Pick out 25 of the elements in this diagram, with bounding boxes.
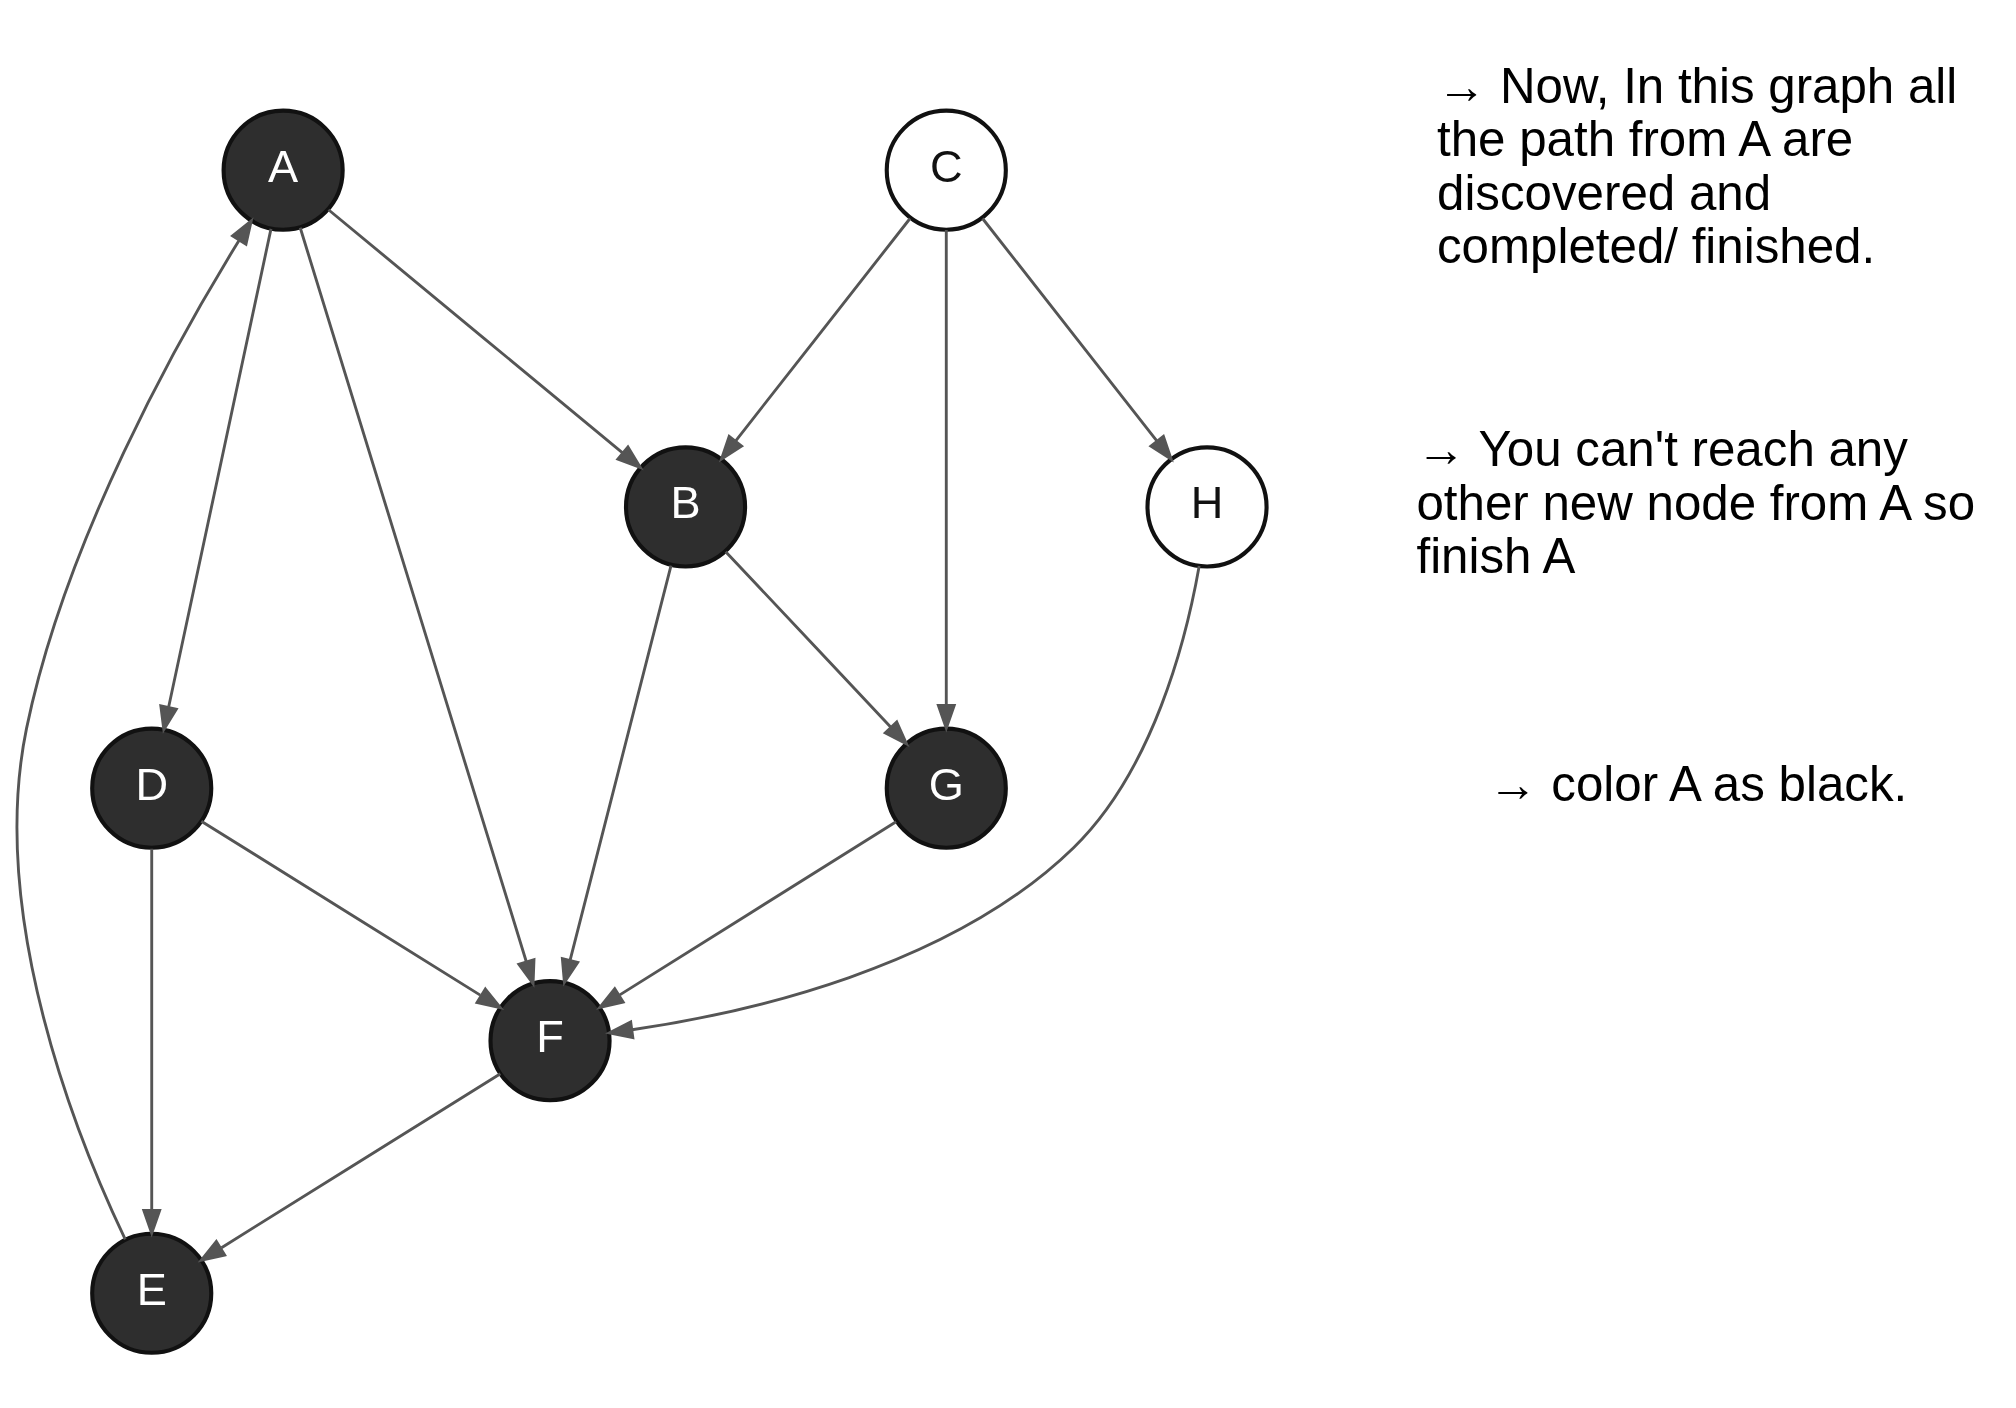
node-circle: H bbox=[1145, 445, 1269, 569]
arrow bbox=[298, 227, 536, 988]
arrow bbox=[560, 565, 673, 987]
arrow bbox=[936, 230, 957, 733]
arrow bbox=[141, 848, 162, 1238]
node-circle: D bbox=[90, 726, 214, 850]
node-circle: A bbox=[221, 108, 345, 232]
arrow bbox=[197, 1072, 502, 1263]
label: → Now, In this graph all the path from A are discovered and completed/ finished. bbox=[1436, 57, 1958, 273]
node-circle: F bbox=[488, 979, 612, 1103]
node-circle: C bbox=[884, 108, 1008, 232]
arrow bbox=[159, 228, 273, 734]
label: → You can't reach any other new node from A so finish A bbox=[1416, 421, 1976, 584]
arrow bbox=[200, 819, 505, 1010]
node-circle: G bbox=[884, 726, 1008, 850]
arrow bbox=[718, 217, 912, 463]
label: → color A as black. bbox=[1488, 755, 1908, 811]
node-circle: E bbox=[90, 1231, 214, 1355]
arrow bbox=[596, 820, 897, 1010]
node-circle: B bbox=[623, 445, 748, 569]
arrow bbox=[15, 217, 254, 1240]
arrow bbox=[981, 217, 1174, 463]
arrow bbox=[327, 208, 644, 471]
arrow bbox=[724, 550, 910, 747]
arrow bbox=[605, 565, 1201, 1040]
